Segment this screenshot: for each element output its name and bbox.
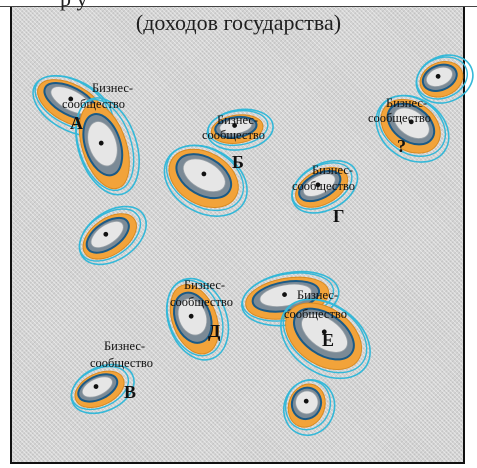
community-letter: Б bbox=[232, 152, 244, 172]
ellipse-cluster bbox=[280, 298, 371, 380]
center-dot bbox=[98, 140, 104, 146]
outer-ring bbox=[283, 379, 336, 437]
title-partial-text: р у bbox=[60, 0, 88, 12]
community-letter: В bbox=[124, 382, 136, 402]
community-label-line1: Бизнес- bbox=[184, 278, 225, 292]
community-letter: Г bbox=[333, 206, 344, 226]
ellipse-cluster bbox=[291, 159, 359, 214]
outer-ring bbox=[70, 365, 130, 411]
center-dot bbox=[201, 171, 207, 177]
outer-ring bbox=[415, 54, 474, 104]
ellipse-cluster bbox=[415, 54, 474, 104]
outer-ring bbox=[78, 208, 142, 262]
ellipse-cluster bbox=[165, 277, 230, 361]
outer-ring bbox=[207, 109, 269, 147]
ellipse-cluster bbox=[206, 108, 274, 151]
outer-ring bbox=[163, 144, 248, 217]
center-dot bbox=[315, 182, 321, 188]
community-label-line1: Бизнес- bbox=[104, 339, 145, 353]
community-label-line2: сообщество bbox=[90, 356, 153, 370]
community-label-line2: сообщество bbox=[284, 307, 347, 321]
community-label-line2: сообщество bbox=[62, 97, 125, 111]
center-dot bbox=[103, 231, 109, 237]
community-label-line2: сообщество bbox=[202, 128, 265, 142]
ellipse-cluster bbox=[375, 94, 450, 163]
outer-ring bbox=[166, 279, 224, 357]
diagram-subtitle: (доходов государства) bbox=[135, 10, 342, 35]
outer-ring bbox=[75, 98, 135, 192]
outer-ring bbox=[165, 144, 245, 212]
community-letter: ? bbox=[397, 136, 406, 156]
community-label-line1: Бизнес- bbox=[386, 96, 427, 110]
outer-ring bbox=[291, 159, 359, 214]
outer-ring bbox=[375, 94, 450, 163]
community-letter: А bbox=[70, 113, 83, 133]
community-label-line2: сообщество bbox=[292, 179, 355, 193]
title-top-line: р у bbox=[0, 0, 477, 11]
ellipse-cluster bbox=[78, 205, 147, 266]
community-label-line2: сообщество bbox=[368, 111, 431, 125]
outer-ring bbox=[70, 363, 135, 415]
center-dot bbox=[321, 329, 327, 335]
center-dot bbox=[68, 96, 74, 102]
ellipse-cluster bbox=[163, 144, 248, 217]
center-dot bbox=[435, 73, 441, 79]
community-letter: Д bbox=[208, 321, 221, 341]
center-dot bbox=[93, 384, 99, 389]
outer-ring bbox=[284, 379, 332, 431]
center-dot bbox=[303, 398, 309, 404]
outer-ring bbox=[291, 162, 353, 210]
community-label-line1: Бизнес- bbox=[312, 163, 353, 177]
ellipse-cluster bbox=[75, 97, 140, 196]
community-label-line1: Бизнес- bbox=[92, 81, 133, 95]
outer-ring bbox=[280, 298, 371, 380]
community-label-line1: Бизнес- bbox=[297, 288, 338, 302]
community-letter: Е bbox=[322, 330, 334, 350]
community-label-line2: сообщество bbox=[170, 295, 233, 309]
outer-ring bbox=[78, 205, 147, 266]
outer-ring bbox=[282, 298, 368, 374]
community-label-line1: Бизнес- bbox=[217, 113, 258, 127]
outer-ring bbox=[165, 277, 230, 361]
ellipse-cluster bbox=[283, 379, 336, 437]
center-dot bbox=[232, 123, 238, 128]
outer-ring bbox=[416, 56, 468, 100]
center-dot bbox=[188, 313, 194, 319]
outer-ring bbox=[377, 95, 447, 157]
center-dot bbox=[408, 119, 414, 125]
center-dot bbox=[282, 292, 287, 297]
ellipse-cluster bbox=[70, 363, 135, 415]
outer-ring bbox=[206, 108, 274, 151]
